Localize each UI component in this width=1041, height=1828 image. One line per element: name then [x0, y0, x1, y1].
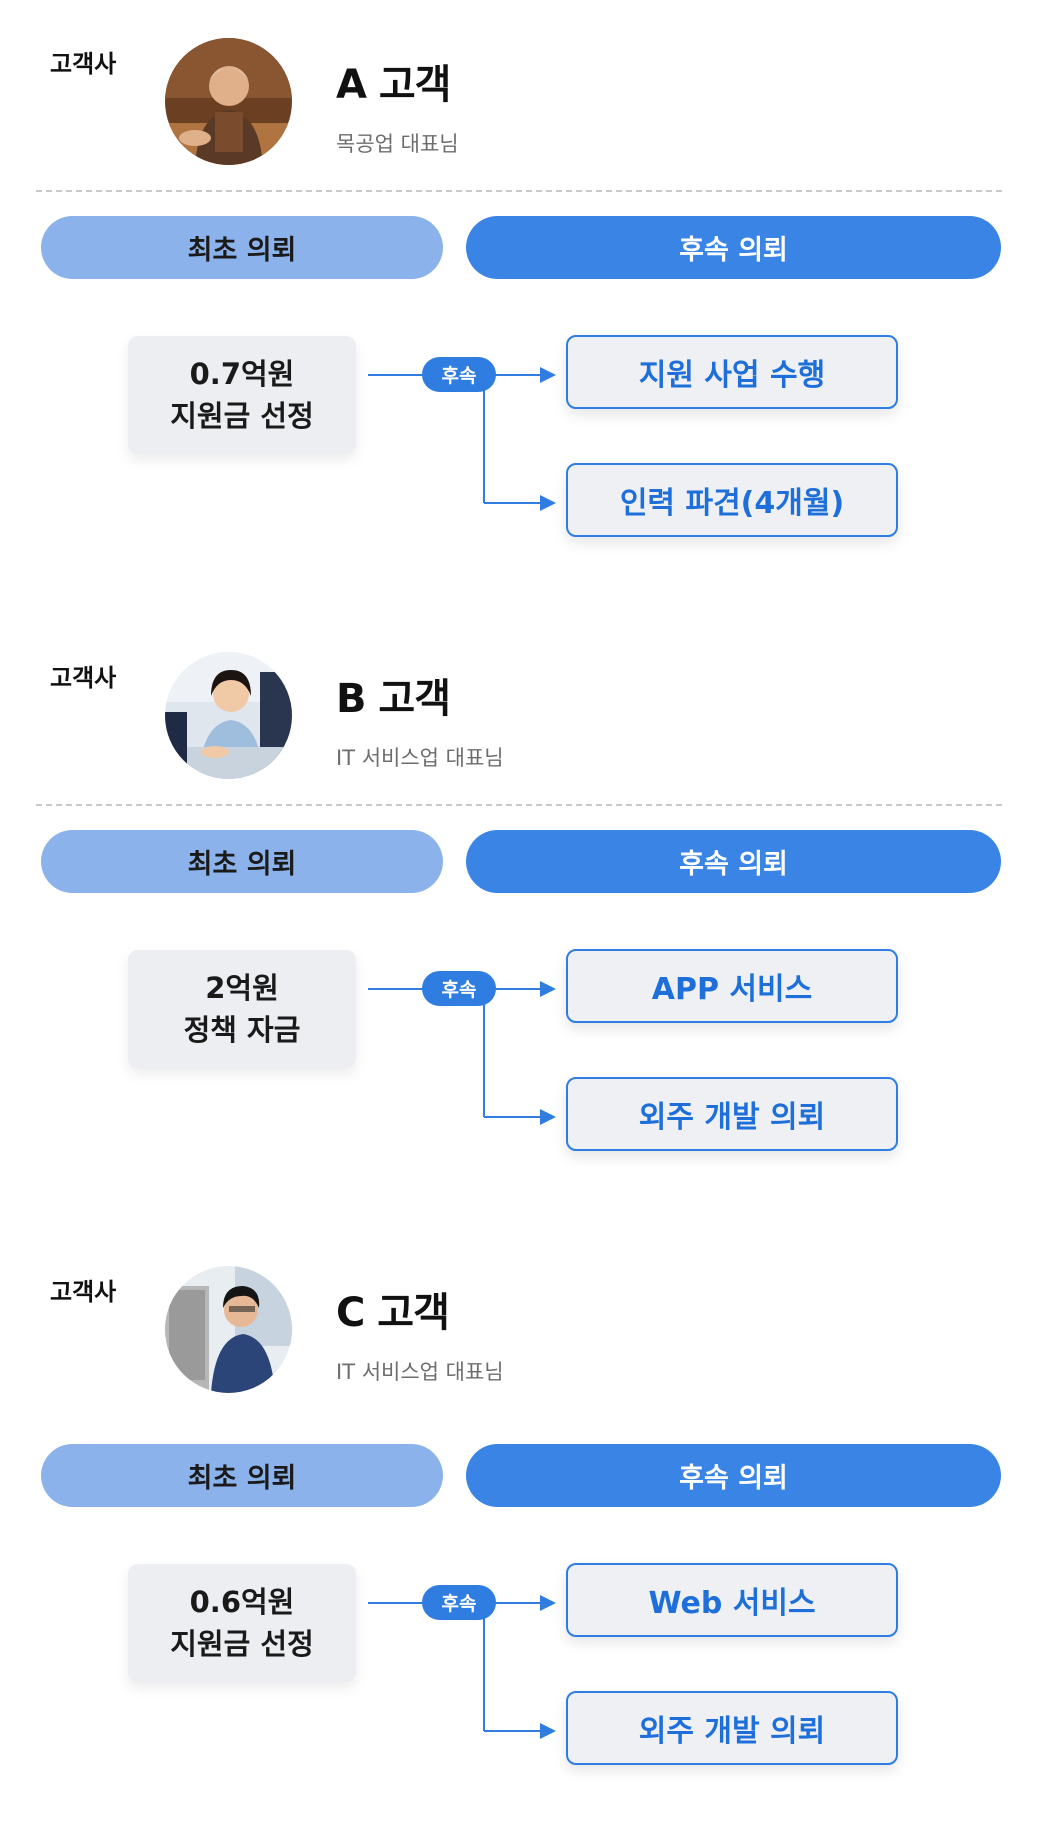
follow-request-pill: 후속 의뢰: [466, 216, 1001, 279]
customer-section-c: 고객사 C 고객 IT 서비스업 대표님 최초 의뢰 후속 의뢰 0.6억원 지…: [0, 1228, 1041, 1828]
customer-section-b: 고객사 B 고객 IT 서비스업 대표님 최초 의뢰 후속 의뢰 2억원 정책 …: [0, 614, 1041, 1214]
follow-badge: 후속: [422, 1585, 496, 1620]
amount-desc: 지원금 선정: [170, 1627, 314, 1661]
follow-request-pill: 후속 의뢰: [466, 830, 1001, 893]
initial-request-pill: 최초 의뢰: [41, 1444, 443, 1507]
amount-box: 0.6억원 지원금 선정: [128, 1564, 356, 1682]
follow-target-1: 지원 사업 수행: [566, 335, 898, 409]
amount-desc: 지원금 선정: [170, 399, 314, 433]
businesswoman-avatar-icon: [165, 652, 292, 779]
amount-box: 0.7억원 지원금 선정: [128, 336, 356, 454]
arrow-right-icon: [540, 495, 556, 511]
arrow-right-icon: [540, 981, 556, 997]
developer-avatar-icon: [165, 1266, 292, 1393]
arrow-right-icon: [540, 1723, 556, 1739]
amount-value: 0.7억원: [189, 357, 295, 391]
customer-name: A 고객: [336, 62, 451, 108]
customer-role: IT 서비스업 대표님: [336, 1360, 504, 1384]
customer-section-a: 고객사 A 고객 목공업 대표님 최초 의뢰 후속 의뢰 0.7억원 지원금 선…: [0, 0, 1041, 600]
follow-badge: 후속: [422, 971, 496, 1006]
follow-target-1: APP 서비스: [566, 949, 898, 1023]
section-divider: [36, 190, 1002, 192]
arrow-right-icon: [540, 1109, 556, 1125]
amount-value: 0.6억원: [189, 1585, 295, 1619]
arrow-right-icon: [540, 1595, 556, 1611]
follow-target-2: 인력 파견(4개월): [566, 463, 898, 537]
follow-request-pill: 후속 의뢰: [466, 1444, 1001, 1507]
company-label: 고객사: [50, 50, 117, 78]
company-label: 고객사: [50, 664, 117, 692]
customer-name: C 고객: [336, 1290, 450, 1336]
company-label: 고객사: [50, 1278, 117, 1306]
customer-role: 목공업 대표님: [336, 132, 459, 156]
woodworker-avatar-icon: [165, 38, 292, 165]
customer-name: B 고객: [336, 676, 451, 722]
section-divider: [36, 804, 1002, 806]
amount-desc: 정책 자금: [183, 1013, 301, 1047]
follow-target-2: 외주 개발 의뢰: [566, 1077, 898, 1151]
amount-box: 2억원 정책 자금: [128, 950, 356, 1068]
customer-role: IT 서비스업 대표님: [336, 746, 504, 770]
initial-request-pill: 최초 의뢰: [41, 830, 443, 893]
arrow-right-icon: [540, 367, 556, 383]
flow-connector: [368, 367, 556, 511]
initial-request-pill: 최초 의뢰: [41, 216, 443, 279]
follow-target-1: Web 서비스: [566, 1563, 898, 1637]
follow-target-2: 외주 개발 의뢰: [566, 1691, 898, 1765]
follow-badge: 후속: [422, 357, 496, 392]
amount-value: 2억원: [205, 971, 279, 1005]
